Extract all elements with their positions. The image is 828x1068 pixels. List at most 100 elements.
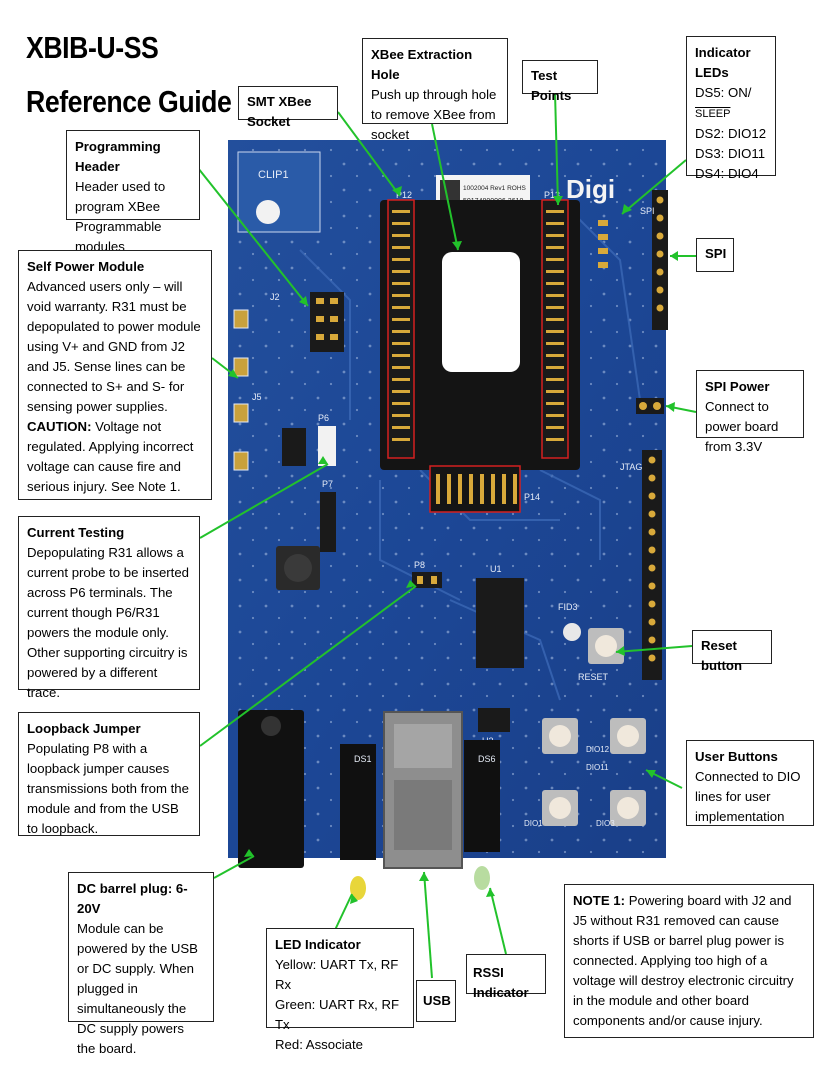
user-buttons-parts xyxy=(542,718,646,826)
callout-spi-power: SPI Power Connect to power board from 3.… xyxy=(696,370,804,454)
clip-area xyxy=(237,151,321,233)
fid3-mark xyxy=(563,623,581,641)
p13-header xyxy=(541,199,569,459)
r31-resistor xyxy=(282,428,306,466)
loopback-body: Populating P8 with a loopback jumper cau… xyxy=(27,741,189,836)
spi-silk-label: SPI xyxy=(640,206,655,216)
dcbarrel-body: Module can be powered by the USB or DC s… xyxy=(77,921,198,1056)
spi-title: SPI xyxy=(705,246,727,261)
callout-current-testing: Current Testing Depopulating R31 allows … xyxy=(18,516,200,700)
spipower-body: Connect to power board from 3.3V xyxy=(705,399,779,454)
current-title: Current Testing xyxy=(27,525,125,540)
p12-pins xyxy=(392,210,410,441)
ds1-yellow-led xyxy=(350,876,366,900)
callout-rssi-indicator: RSSI Indicator xyxy=(466,954,546,1000)
programming-header xyxy=(310,292,344,352)
barcode-line-1: 1002004 Rev1 ROHS xyxy=(463,185,527,192)
title-line-1: XBIB-U-SS xyxy=(26,30,159,65)
indicator-led-parts xyxy=(598,220,608,268)
p7-label: P7 xyxy=(322,479,333,489)
p7-header xyxy=(320,492,336,552)
indicator-ds5: DS5: ON/ SLEEP xyxy=(695,83,767,124)
digi-logo: Digi xyxy=(566,174,615,204)
indicator-ds3: DS3: DIO11 xyxy=(695,146,766,161)
p8-label: P8 xyxy=(414,560,425,570)
dcbarrel-title: DC barrel plug: 6-20V xyxy=(77,881,188,916)
callout-usb: USB xyxy=(416,980,456,1022)
led-title: LED Indicator xyxy=(275,937,361,952)
ds1-led-holder xyxy=(340,744,376,860)
u1-label: U1 xyxy=(490,564,502,574)
callout-dc-barrel-plug: DC barrel plug: 6-20V Module can be powe… xyxy=(68,872,214,1056)
usb-title: USB xyxy=(423,993,451,1008)
clip-label: CLIP1 xyxy=(258,169,289,181)
smt-title: SMT XBee Socket xyxy=(247,94,312,129)
ds1-label: DS1 xyxy=(354,754,372,764)
led-line-1: Yellow: UART Tx, RF Rx xyxy=(275,957,399,992)
ds6-led-holder xyxy=(464,740,500,852)
loopback-title: Loopback Jumper xyxy=(27,721,141,736)
selfpower-caution: CAUTION: xyxy=(27,419,92,434)
u1-chip xyxy=(476,578,524,668)
programming-pins xyxy=(316,298,338,340)
p6-label: P6 xyxy=(318,413,329,423)
barcode-qr xyxy=(440,180,460,202)
note-text: NOTE 1: Powering board with J2 and J5 wi… xyxy=(573,891,805,1031)
spi-header xyxy=(652,190,668,330)
callout-spi: SPI xyxy=(696,238,734,272)
ds6-label: DS6 xyxy=(478,754,496,764)
self-power-pads xyxy=(233,309,249,471)
callout-smt-xbee-socket: SMT XBee Socket xyxy=(238,86,338,129)
callout-arrowheads xyxy=(228,186,678,904)
current-body: Depopulating R31 allows a current probe … xyxy=(27,545,190,700)
callout-led-indicator: LED Indicator Yellow: UART Tx, RF Rx Gre… xyxy=(266,928,414,1052)
jtag-pins xyxy=(648,456,656,662)
indicator-title: Indicator LEDs xyxy=(695,45,751,80)
title-line-2: Reference Guide xyxy=(26,84,232,119)
callout-self-power-module: Self Power Module Advanced users only – … xyxy=(18,250,212,500)
callout-programming-header: Programming Header Header used to progra… xyxy=(66,130,200,254)
userbuttons-body: Connected to DIO lines for user implemen… xyxy=(695,769,801,824)
selfpower-body-2: Voltage not regulated. Applying incorrec… xyxy=(27,419,194,494)
callout-note-1: NOTE 1: Powering board with J2 and J5 wi… xyxy=(564,884,814,1038)
p13-label: P13 xyxy=(544,190,560,200)
testpoints-title: Test Points xyxy=(531,68,572,103)
spi-pins xyxy=(656,196,664,312)
userbuttons-title: User Buttons xyxy=(695,749,778,764)
note-title: NOTE 1: xyxy=(573,893,626,908)
j5-label: J5 xyxy=(252,392,262,402)
ds6-green-led xyxy=(474,866,490,890)
selfpower-title: Self Power Module xyxy=(27,259,145,274)
extraction-title: XBee Extraction Hole xyxy=(371,47,473,82)
dio11-silk: DIO11 xyxy=(586,763,609,772)
reset-title: Reset button xyxy=(701,638,743,673)
spipower-title: SPI Power xyxy=(705,379,770,394)
callout-user-buttons: User Buttons Connected to DIO lines for … xyxy=(686,740,814,826)
u2-chip xyxy=(478,708,510,732)
indicator-ds2: DS2: DIO12 xyxy=(695,126,767,141)
selfpower-body: Advanced users only – will void warranty… xyxy=(27,277,203,497)
p8-header xyxy=(412,572,442,588)
j2-label: J2 xyxy=(270,292,280,302)
selfpower-body-1: Advanced users only – will void warranty… xyxy=(27,279,201,414)
programming-title: Programming Header xyxy=(75,139,161,174)
led-line-2: Green: UART Rx, RF Tx xyxy=(275,997,400,1032)
fid3-label: FID3 xyxy=(558,602,578,612)
programming-body: Header used to program XBee Programmable… xyxy=(75,179,166,254)
p14-header xyxy=(429,465,521,513)
p12-header xyxy=(387,199,415,459)
dio12-silk: DIO12 xyxy=(586,745,610,754)
dio1-silk: DIO1 xyxy=(524,819,543,828)
dio3-silk: DIO3 xyxy=(596,819,615,828)
indicator-ds5-sleep: SLEEP xyxy=(695,108,731,120)
p14-pins xyxy=(436,474,517,504)
p14-label: P14 xyxy=(524,492,540,502)
callout-reset-button: Reset button xyxy=(692,630,772,673)
p6-terminal xyxy=(318,426,336,466)
indicator-ds5-prefix: DS5: ON/ xyxy=(695,85,752,100)
led-line-3: Red: Associate xyxy=(275,1037,363,1052)
p12-label: P12 xyxy=(396,190,412,200)
note-body: Powering board with J2 and J5 without R3… xyxy=(573,893,794,1028)
callout-loopback-jumper: Loopback Jumper Populating P8 with a loo… xyxy=(18,712,200,836)
